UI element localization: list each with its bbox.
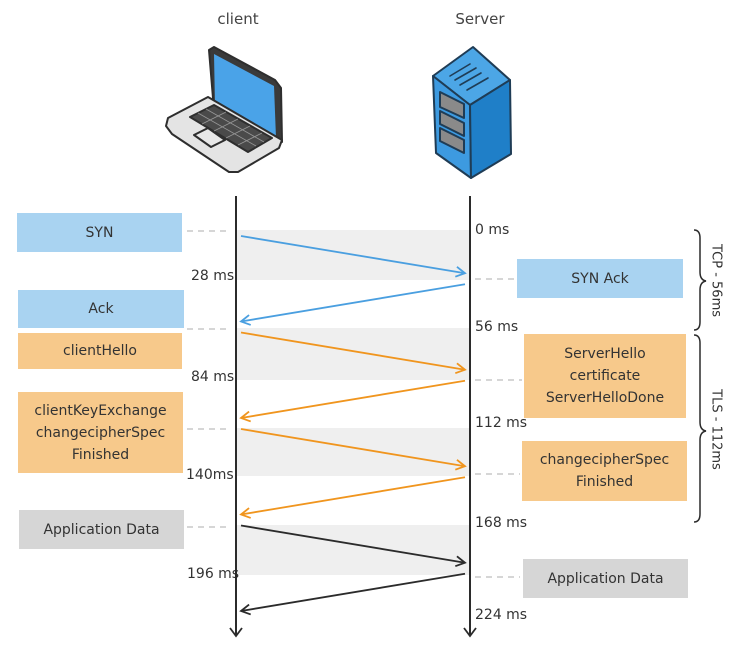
msg-server-hello: ServerHello certificate ServerHelloDone: [524, 334, 686, 418]
msg-syn: SYN: [17, 213, 182, 252]
msg-server-app-data: Application Data: [523, 559, 688, 598]
tls-brace: [693, 334, 707, 523]
arrow-tcp-server-to-client: [239, 283, 466, 326]
msg-server-change-cipher: changecipherSpec Finished: [522, 441, 687, 501]
arrow-tls-server-to-client: [239, 476, 466, 519]
msg-client-key-exchange: clientKeyExchange changecipherSpec Finis…: [18, 392, 183, 473]
msg-syn-ack: SYN Ack: [517, 259, 683, 298]
arrow-tls-server-to-client: [239, 379, 466, 423]
time-label-196: 196 ms: [187, 566, 240, 582]
time-label-112: 112 ms: [475, 415, 528, 431]
arrow-tcp-client-to-server: [240, 235, 467, 278]
server-label: Server: [455, 10, 505, 28]
band-tls-hello: [237, 328, 470, 380]
time-label-224: 224 ms: [475, 607, 528, 623]
band-tls-keyexchange: [237, 428, 470, 476]
time-label-140: 140ms: [186, 467, 234, 483]
arrow-tls-client-to-server: [240, 428, 467, 471]
time-label-28: 28 ms: [191, 268, 235, 284]
time-label-0: 0 ms: [475, 222, 510, 238]
msg-client-app-data: Application Data: [19, 510, 184, 549]
msg-ack: Ack: [18, 290, 184, 328]
band-app-data: [237, 525, 470, 575]
time-label-84: 84 ms: [191, 369, 235, 385]
client-label: client: [217, 10, 259, 28]
arrow-tls-client-to-server: [240, 331, 467, 375]
arrow-app-client-to-server: [240, 524, 467, 568]
msg-client-hello: clientHello: [18, 333, 182, 369]
time-label-56: 56 ms: [475, 319, 519, 335]
arrow-app-server-to-client: [239, 572, 466, 616]
time-label-168: 168 ms: [475, 515, 528, 531]
tcp-brace: [693, 229, 707, 331]
